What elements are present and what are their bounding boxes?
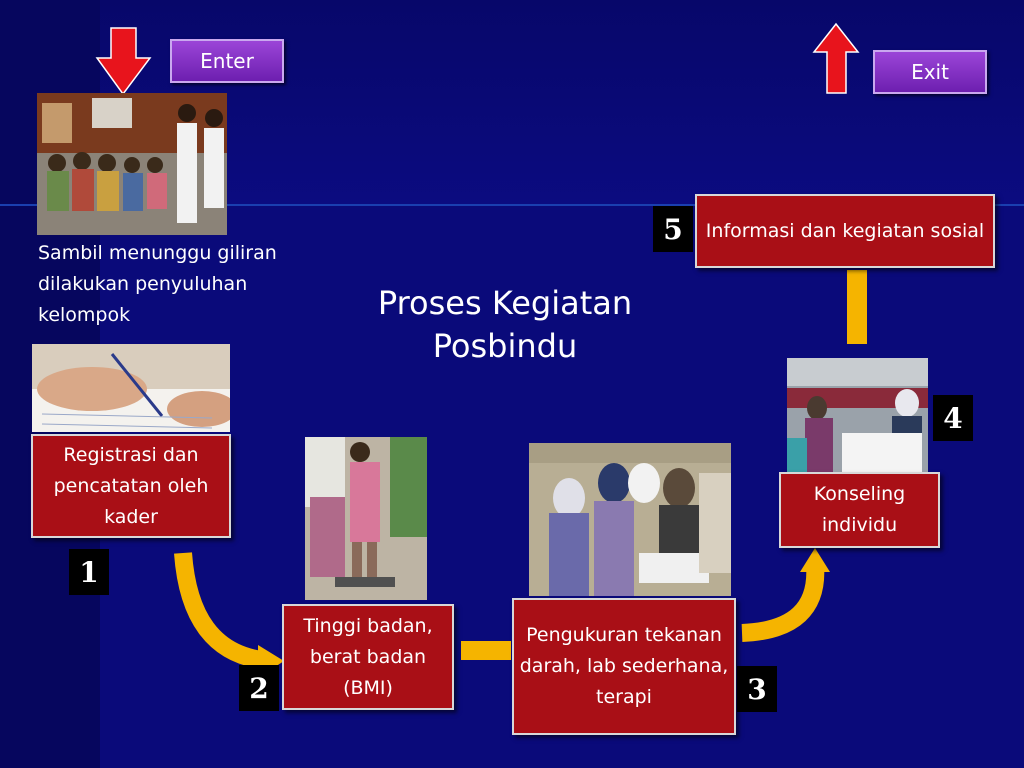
step-3-number: 3 bbox=[737, 666, 777, 712]
curve-arrow-1-2 bbox=[174, 552, 264, 669]
step-1-label: Registrasi dan pencatatan oleh kader bbox=[53, 443, 209, 528]
step-5-box: Informasi dan kegiatan sosial bbox=[695, 194, 995, 268]
photo-registration bbox=[32, 344, 230, 432]
enter-button[interactable]: Enter bbox=[170, 39, 284, 83]
curve-arrowhead-3-4 bbox=[800, 548, 830, 572]
connector-2-3 bbox=[461, 641, 511, 660]
step-1-number: 1 bbox=[69, 549, 109, 595]
photo-group-counseling bbox=[37, 93, 227, 235]
exit-arrow-icon bbox=[812, 22, 860, 94]
divider-line bbox=[0, 204, 1024, 206]
step-4-box: Konseling individu bbox=[779, 472, 940, 548]
step-2-label: Tinggi badan, berat badan (BMI) bbox=[303, 614, 433, 699]
step-1-box: Registrasi dan pencatatan oleh kader bbox=[31, 434, 231, 538]
step-2-number: 2 bbox=[239, 665, 279, 711]
step-3-label: Pengukuran tekanan darah, lab sederhana,… bbox=[519, 624, 729, 708]
enter-arrow-icon bbox=[95, 27, 152, 96]
exit-button[interactable]: Exit bbox=[873, 50, 987, 94]
diagram-title: Proses Kegiatan Posbindu bbox=[377, 284, 633, 365]
photo-counseling bbox=[787, 358, 928, 472]
photo-weighing bbox=[305, 437, 427, 600]
step-3-box: Pengukuran tekanan darah, lab sederhana,… bbox=[512, 598, 736, 735]
step-5-label: Informasi dan kegiatan sosial bbox=[705, 219, 985, 242]
caption-group-education: Sambil menunggu giliran dilakukan penyul… bbox=[38, 242, 277, 326]
step-2-box: Tinggi badan, berat badan (BMI) bbox=[282, 604, 454, 710]
step-4-number: 4 bbox=[933, 395, 973, 441]
curve-arrow-3-4 bbox=[741, 564, 825, 642]
connector-4-5 bbox=[847, 270, 867, 344]
step-4-label: Konseling individu bbox=[813, 483, 906, 536]
photo-blood-pressure bbox=[529, 443, 731, 596]
step-5-number: 5 bbox=[653, 206, 693, 252]
